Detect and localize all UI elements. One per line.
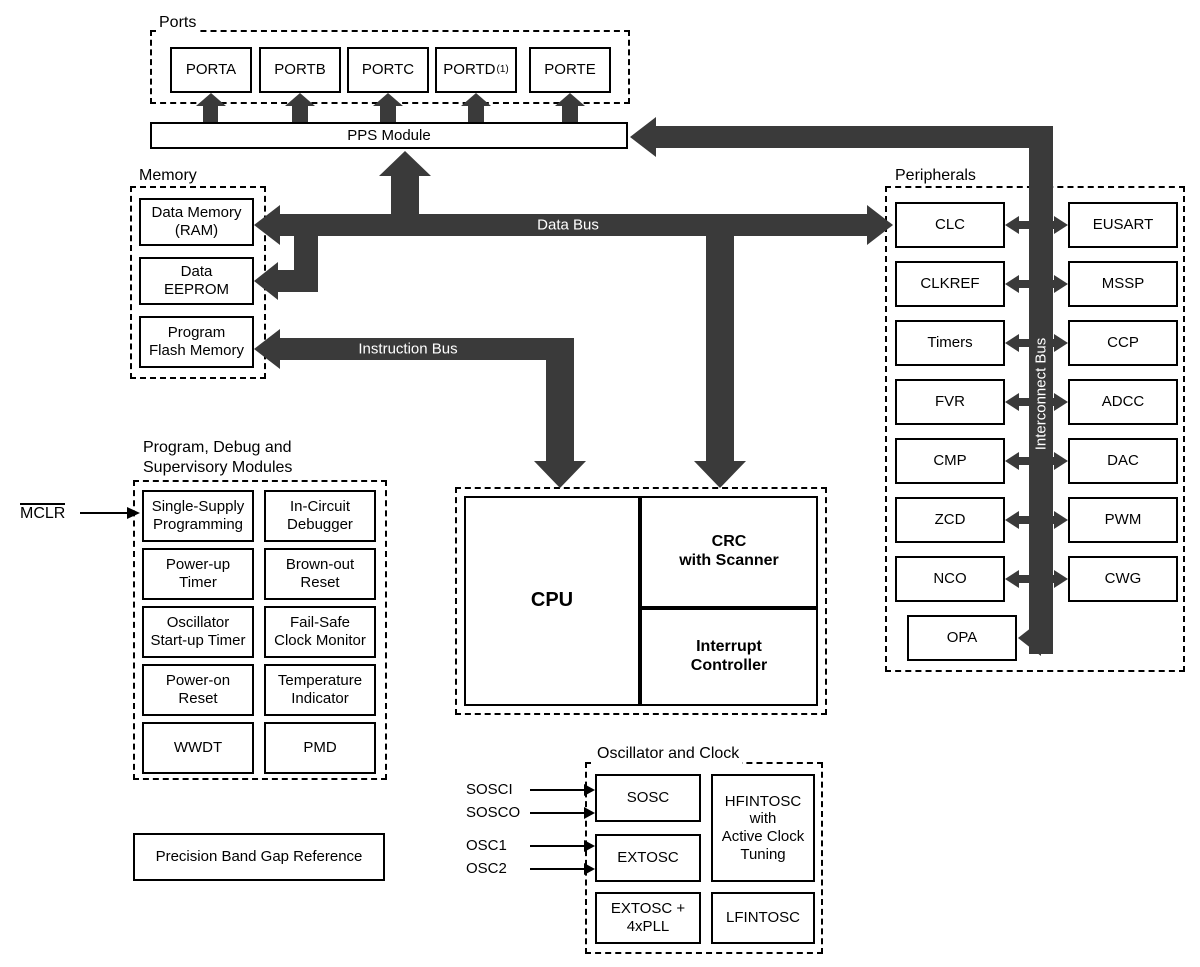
debug-box-brown-out-reset: Brown-out Reset [264, 548, 376, 600]
band-gap-reference-box: Precision Band Gap Reference [133, 833, 385, 881]
osc-box-extosc-4xpll: EXTOSC + 4xPLL [595, 892, 701, 944]
peripheral-box-opa: OPA [907, 615, 1017, 661]
osc-box-lfintosc: LFINTOSC [711, 892, 815, 944]
peripheral-box-fvr: FVR [895, 379, 1005, 425]
oscillator-group-label: Oscillator and Clock [594, 744, 743, 764]
debug-box-temperature-indicator: Temperature Indicator [264, 664, 376, 716]
debug-modules-group-label: Program, Debug and Supervisory Modules [143, 439, 293, 476]
mclr-label: MCLR [20, 503, 66, 523]
peripheral-box-clc: CLC [895, 202, 1005, 248]
debug-box-fail-safe-clock-monitor: Fail-Safe Clock Monitor [264, 606, 376, 658]
memory-box-flash: Program Flash Memory [139, 316, 254, 368]
peripheral-box-dac: DAC [1068, 438, 1178, 484]
ports-group-label: Ports [156, 13, 200, 33]
peripheral-box-mssp: MSSP [1068, 261, 1178, 307]
peripheral-box-pwm: PWM [1068, 497, 1178, 543]
debug-box-in-circuit-debugger: In-Circuit Debugger [264, 490, 376, 542]
instruction-bus [254, 329, 586, 488]
portd-footnote: (1) [496, 64, 509, 75]
peripheral-connector-row6 [1005, 511, 1068, 529]
interconnect-to-opa-arrow [1018, 620, 1041, 656]
debug-box-pmd: PMD [264, 722, 376, 774]
debug-box-wwdt: WWDT [142, 722, 254, 774]
peripheral-connector-row7 [1005, 570, 1068, 588]
osc2-arrow-head [584, 863, 595, 875]
pps-to-porte-arrow [555, 93, 585, 122]
port-box-porte: PORTE [529, 47, 611, 93]
instruction-bus-label: Instruction Bus [358, 340, 458, 358]
cpu-box: CPU [464, 496, 640, 706]
pps-to-portc-arrow [373, 93, 403, 122]
osc1-arrow-head [584, 840, 595, 852]
pin-label-osc2: OSC2 [466, 860, 507, 877]
memory-box-eeprom: Data EEPROM [139, 257, 254, 305]
interrupt-controller-box: Interrupt Controller [640, 608, 818, 706]
peripheral-box-clkref: CLKREF [895, 261, 1005, 307]
memory-box-ram: Data Memory (RAM) [139, 198, 254, 246]
pps-to-porta-arrow [196, 93, 226, 122]
portd-label: PORTD [443, 61, 496, 79]
pps-module-box: PPS Module [150, 122, 628, 149]
sosco-arrow-head [584, 807, 595, 819]
debug-box-power-up-timer: Power-up Timer [142, 548, 254, 600]
peripheral-box-nco: NCO [895, 556, 1005, 602]
peripheral-connector-row5 [1005, 452, 1068, 470]
sosci-arrow-head [584, 784, 595, 796]
peripheral-connector-row4 [1005, 393, 1068, 411]
mclr-arrow-head [127, 507, 140, 519]
pin-label-sosci: SOSCI [466, 781, 513, 798]
debug-modules-group [133, 480, 387, 780]
peripheral-box-ccp: CCP [1068, 320, 1178, 366]
debug-box-power-on-reset: Power-on Reset [142, 664, 254, 716]
peripherals-group-label: Peripherals [892, 166, 979, 186]
debug-box-oscillator-start-up-timer: Oscillator Start-up Timer [142, 606, 254, 658]
peripheral-box-cmp: CMP [895, 438, 1005, 484]
peripheral-connector-row1 [1005, 216, 1068, 234]
peripheral-box-cwg: CWG [1068, 556, 1178, 602]
crc-scanner-box: CRC with Scanner [640, 496, 818, 608]
data-bus-to-crc-arrow [694, 235, 746, 488]
peripheral-connector-row2 [1005, 275, 1068, 293]
cpu-group [455, 487, 827, 715]
port-box-porta: PORTA [170, 47, 252, 93]
port-box-portd: PORTD(1) [435, 47, 517, 93]
pps-to-portd-arrow [461, 93, 491, 122]
osc-box-extosc: EXTOSC [595, 834, 701, 882]
pin-label-sosco: SOSCO [466, 804, 521, 821]
data-bus-to-pps-arrow [379, 151, 431, 215]
peripheral-connector-row3 [1005, 334, 1068, 352]
data-bus-label: Data Bus [537, 216, 599, 234]
debug-box-single-supply-programming: Single-Supply Programming [142, 490, 254, 542]
peripheral-box-eusart: EUSART [1068, 202, 1178, 248]
pps-to-portb-arrow [285, 93, 315, 122]
data-bus-to-eeprom-arrow [254, 235, 318, 300]
interconnect-bus-label: Interconnect Bus [1032, 337, 1050, 451]
peripheral-box-timers: Timers [895, 320, 1005, 366]
osc-box-sosc: SOSC [595, 774, 701, 822]
osc-box-hfintosc: HFINTOSC with Active Clock Tuning [711, 774, 815, 882]
mclr-text: MCLR [20, 503, 66, 522]
peripheral-box-zcd: ZCD [895, 497, 1005, 543]
peripheral-box-adcc: ADCC [1068, 379, 1178, 425]
port-box-portb: PORTB [259, 47, 341, 93]
memory-group-label: Memory [136, 166, 200, 186]
pin-label-osc1: OSC1 [466, 837, 507, 854]
port-box-portc: PORTC [347, 47, 429, 93]
